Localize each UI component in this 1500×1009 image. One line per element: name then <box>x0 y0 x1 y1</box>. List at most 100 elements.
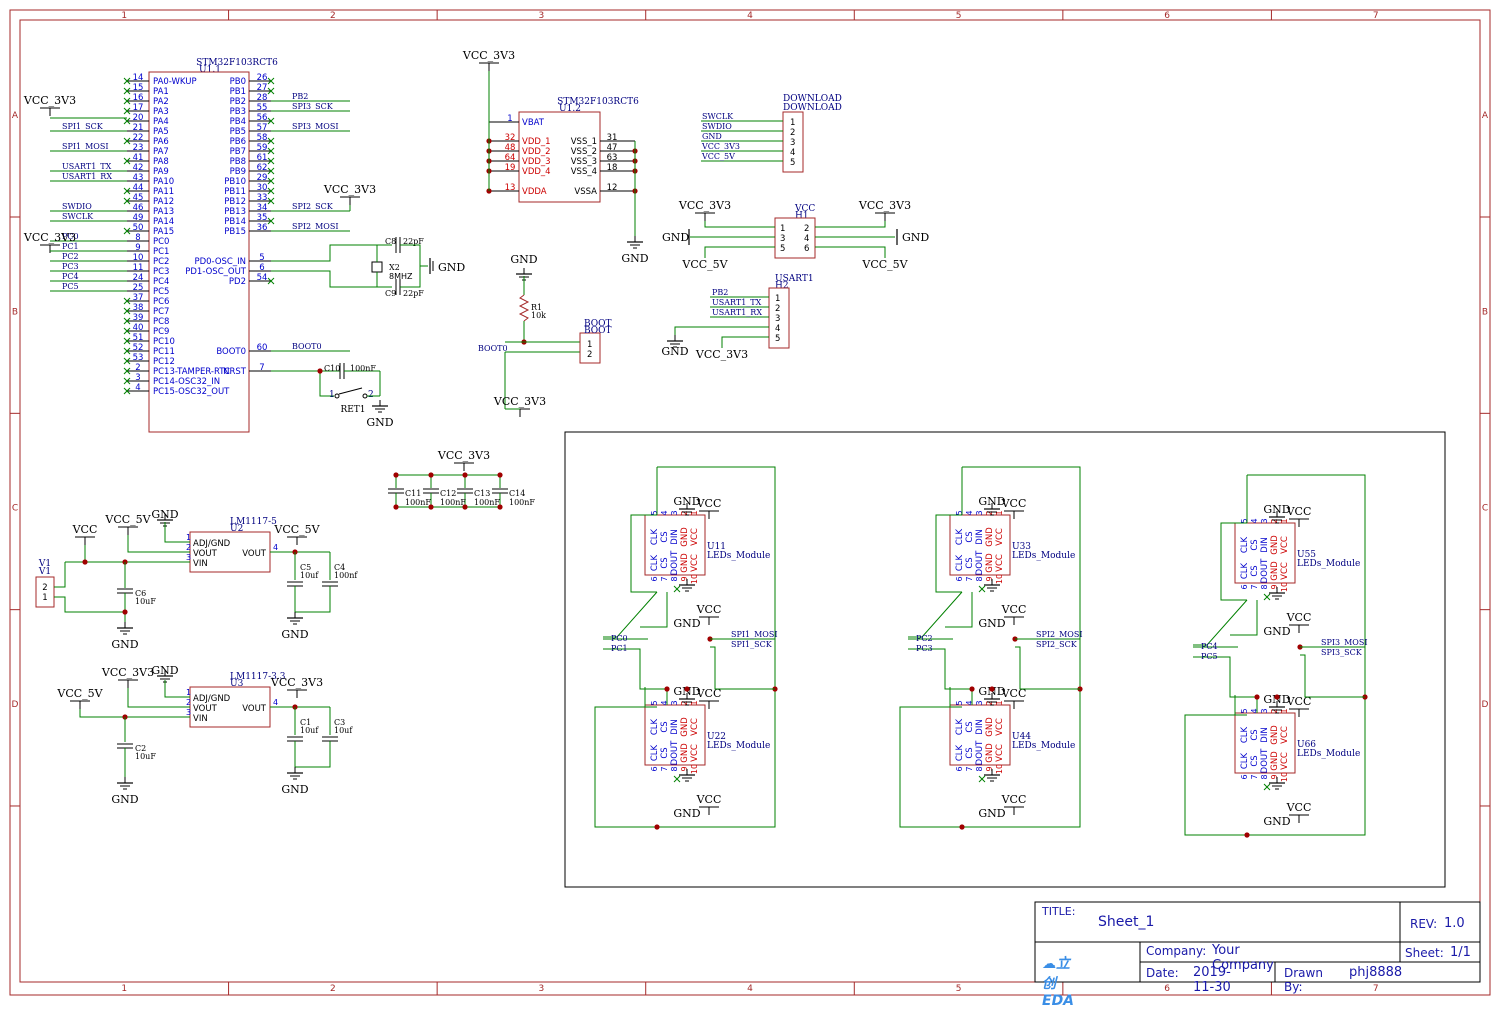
pwr-ref: U1.2 <box>559 104 581 114</box>
net-label: VCC_5V <box>701 152 735 161</box>
led-module-pair-1: CLK5CS4DIN3GND2VCC1CLK6CS7DOUT8GND9VCC10… <box>594 466 778 830</box>
u3-part: LM1117-3.3 <box>230 672 286 682</box>
pin-name: PB11 <box>224 187 246 197</box>
net-label: USART1_TX <box>712 298 762 307</box>
net-label: GND <box>702 132 722 141</box>
module-pin-num: 4 <box>965 510 974 515</box>
wire <box>704 246 775 258</box>
pin-number: 47 <box>607 143 618 153</box>
h2-val: USART1 <box>775 274 814 284</box>
wire <box>908 648 973 705</box>
module-pin: GND <box>680 553 690 573</box>
pin-number: 5 <box>780 244 785 254</box>
module-pin-num: 2 <box>985 700 994 705</box>
no-connect-mark <box>123 97 131 105</box>
pin-number: 38 <box>133 303 144 313</box>
module-pin: GND <box>1270 751 1280 771</box>
pin-number: 49 <box>133 213 144 223</box>
no-connect-mark <box>123 387 131 395</box>
net-label: SWDIO <box>702 122 732 131</box>
module-pin: DIN <box>670 719 680 734</box>
col-marker: 3 <box>539 984 545 994</box>
gnd-label: GND <box>281 628 308 641</box>
pin-name: VDD_1 <box>522 137 551 147</box>
module-pin: DIN <box>670 529 680 544</box>
c8-ref: C8 <box>385 237 396 246</box>
pin-number: 5 <box>259 253 264 263</box>
module-pin: DOUT <box>670 740 680 765</box>
pin-number: 3 <box>790 138 795 148</box>
wire <box>899 466 1081 828</box>
pin-name: PD1-OSC_OUT <box>185 267 247 277</box>
row-marker: A <box>12 111 19 121</box>
wire <box>1230 600 1258 636</box>
pin-name: PA8 <box>153 157 169 167</box>
c8-val: 22pF <box>403 237 424 246</box>
pin-number: 5 <box>790 158 795 168</box>
pin-number: 52 <box>133 343 144 353</box>
pin-name: VDD_2 <box>522 147 551 157</box>
wire <box>594 466 776 828</box>
module-pin: CLK <box>955 744 965 761</box>
h2-header <box>768 287 790 349</box>
junction-dot <box>462 472 468 478</box>
col-marker: 7 <box>1373 11 1379 21</box>
module-pin-num: 1 <box>995 700 1004 705</box>
no-connect-mark <box>123 227 131 235</box>
h1-val: VCC <box>794 204 815 214</box>
pin-number: 25 <box>133 283 144 293</box>
no-connect-mark <box>267 147 275 155</box>
pin-name: VOUT <box>242 549 267 559</box>
module-pin: CS <box>965 721 975 732</box>
no-connect-mark <box>123 377 131 385</box>
pin-number: 9 <box>135 243 140 253</box>
pin-number: 58 <box>257 133 268 143</box>
module-ref: U55 <box>1297 550 1316 560</box>
c3-ref: C3 <box>334 718 345 727</box>
module-pin: DIN <box>1260 537 1270 552</box>
module-pin-num: 8 <box>975 576 984 581</box>
c9-ref: C9 <box>385 289 396 298</box>
net-label: PC5 <box>1201 652 1218 661</box>
wire <box>295 586 331 613</box>
pin-name: VOUT <box>193 704 218 714</box>
net-label: SPI1_MOSI <box>62 142 109 151</box>
pin-name: PB8 <box>230 157 246 167</box>
junction-dot <box>1244 832 1250 838</box>
sheet-title: Sheet_1 <box>1098 914 1155 930</box>
pin-name: PB4 <box>230 117 246 127</box>
pin-name: PC7 <box>153 307 169 317</box>
module-pin: GND <box>985 527 995 547</box>
module-pin-num: 10 <box>1280 582 1289 592</box>
module-pin: CS <box>965 531 975 542</box>
ret1-ref: RET1 <box>340 405 365 415</box>
inner-border <box>19 19 1481 983</box>
pin-name: VSS_1 <box>571 137 597 147</box>
module-pin-num: 4 <box>1250 518 1259 523</box>
module-pin: GND <box>1270 561 1280 581</box>
gnd-label: GND <box>673 807 700 820</box>
pin-name: PB1 <box>230 87 246 97</box>
module-pin: GND <box>680 743 690 763</box>
wire <box>295 741 331 768</box>
pin-number: 13 <box>505 183 516 193</box>
module-pin-num: 5 <box>1240 518 1249 523</box>
module-pin-num: 8 <box>1260 774 1269 779</box>
junction-dot <box>969 686 975 692</box>
pin-name: PB5 <box>230 127 246 137</box>
power-label: VCC <box>1286 505 1312 518</box>
company-value: Your Company <box>1212 943 1274 973</box>
pin-number: 1 <box>507 114 512 124</box>
gnd-label: GND <box>111 793 138 806</box>
easyeda-logo: ☁立创EDA <box>1042 953 1074 1009</box>
drawn-label: Drawn By: <box>1284 966 1323 994</box>
pin-number: 4 <box>804 234 809 244</box>
col-marker: 6 <box>1164 11 1170 21</box>
no-connect-mark <box>267 117 275 125</box>
cap-val: 100nF <box>509 498 535 507</box>
wire <box>54 596 125 613</box>
net-label: PC2 <box>62 252 79 261</box>
module-ref: U11 <box>707 542 726 552</box>
no-connect-mark <box>978 775 986 783</box>
net-label: PC1 <box>62 242 79 251</box>
